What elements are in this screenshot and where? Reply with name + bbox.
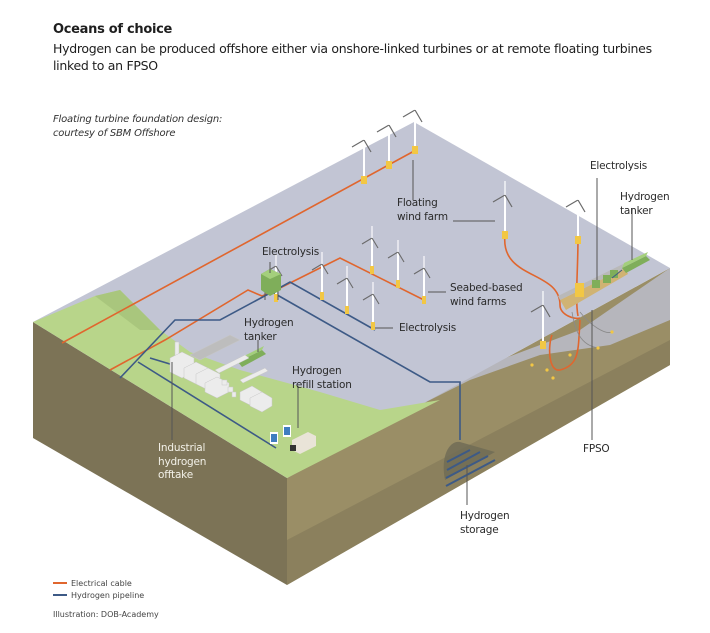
label-electrolysis-fpso: Electrolysis — [590, 160, 648, 172]
hydrogen-tanker-fpso — [611, 252, 650, 279]
credit-line-1: Floating turbine foundation design: — [53, 114, 223, 125]
label-fpso: FPSO — [583, 443, 610, 455]
legend-label: Electrical cable — [71, 578, 132, 588]
soil-layer-band — [287, 340, 670, 585]
label-industrial-offtake: Industrial hydrogen offtake — [158, 442, 207, 481]
floating-turbines — [351, 96, 586, 349]
label-leader-lines — [171, 160, 633, 505]
wind-turbine — [387, 240, 405, 288]
credit-note: Floating turbine foundation design: cour… — [53, 113, 222, 141]
wind-turbine — [565, 186, 586, 244]
pipeline-hub-to-storage — [271, 291, 461, 440]
legend: Electrical cable Hydrogen pipeline — [53, 577, 144, 601]
label-seabed-wind-farms: Seabed-based wind farms — [450, 282, 523, 308]
hydrogen-storage-cavern — [443, 441, 496, 487]
label-electrolysis-turbine: Electrolysis — [399, 322, 457, 334]
illustration-credit: Illustration: DOB-Academy — [53, 610, 159, 619]
land-shore-shade — [95, 290, 160, 330]
soil-face-left — [33, 322, 287, 585]
fpso-vessel — [558, 264, 628, 310]
fpso-moorings — [530, 311, 614, 380]
legend-swatch-pipeline — [53, 594, 67, 596]
label-electrolysis-hub: Electrolysis — [262, 246, 320, 258]
label-hydrogen-storage: Hydrogen storage — [460, 510, 510, 536]
diagram-title: Oceans of choice — [53, 22, 173, 37]
wind-turbine — [336, 266, 354, 314]
wind-turbine — [351, 126, 372, 184]
legend-label: Hydrogen pipeline — [71, 590, 145, 600]
pipeline-hub-to-shore — [119, 291, 273, 379]
diagram-subtitle: Hydrogen can be produced offshore either… — [53, 41, 652, 73]
credit-line-2: courtesy of SBM Offshore — [53, 128, 176, 139]
wind-turbine — [530, 291, 551, 349]
hydrogen-refill-station — [270, 425, 316, 454]
pipeline-to-refill — [137, 361, 277, 449]
wind-turbine — [361, 226, 379, 274]
legend-item-hydrogen-pipeline: Hydrogen pipeline — [53, 589, 144, 601]
land-surface — [33, 290, 440, 478]
wind-turbine — [311, 252, 329, 300]
wind-turbine — [376, 111, 397, 169]
cable-floating-farm-to-shore — [61, 149, 417, 344]
legend-item-electrical-cable: Electrical cable — [53, 577, 144, 589]
wind-turbine — [492, 181, 513, 239]
cable-seabed-to-hub — [271, 257, 425, 301]
label-hydrogen-tanker-near: Hydrogen tanker — [244, 317, 294, 343]
label-floating-wind-farm: Floating wind farm — [397, 197, 448, 223]
legend-swatch-cable — [53, 582, 67, 584]
wind-turbine — [402, 96, 423, 154]
wind-turbine — [362, 282, 380, 330]
label-hydrogen-tanker-fpso: Hydrogen tanker — [620, 191, 670, 217]
wind-turbine — [413, 256, 431, 304]
label-hydrogen-refill-station: Hydrogen refill station — [292, 365, 352, 391]
industrial-buildings — [169, 334, 273, 413]
electrolysis-hub-platform — [261, 269, 281, 300]
